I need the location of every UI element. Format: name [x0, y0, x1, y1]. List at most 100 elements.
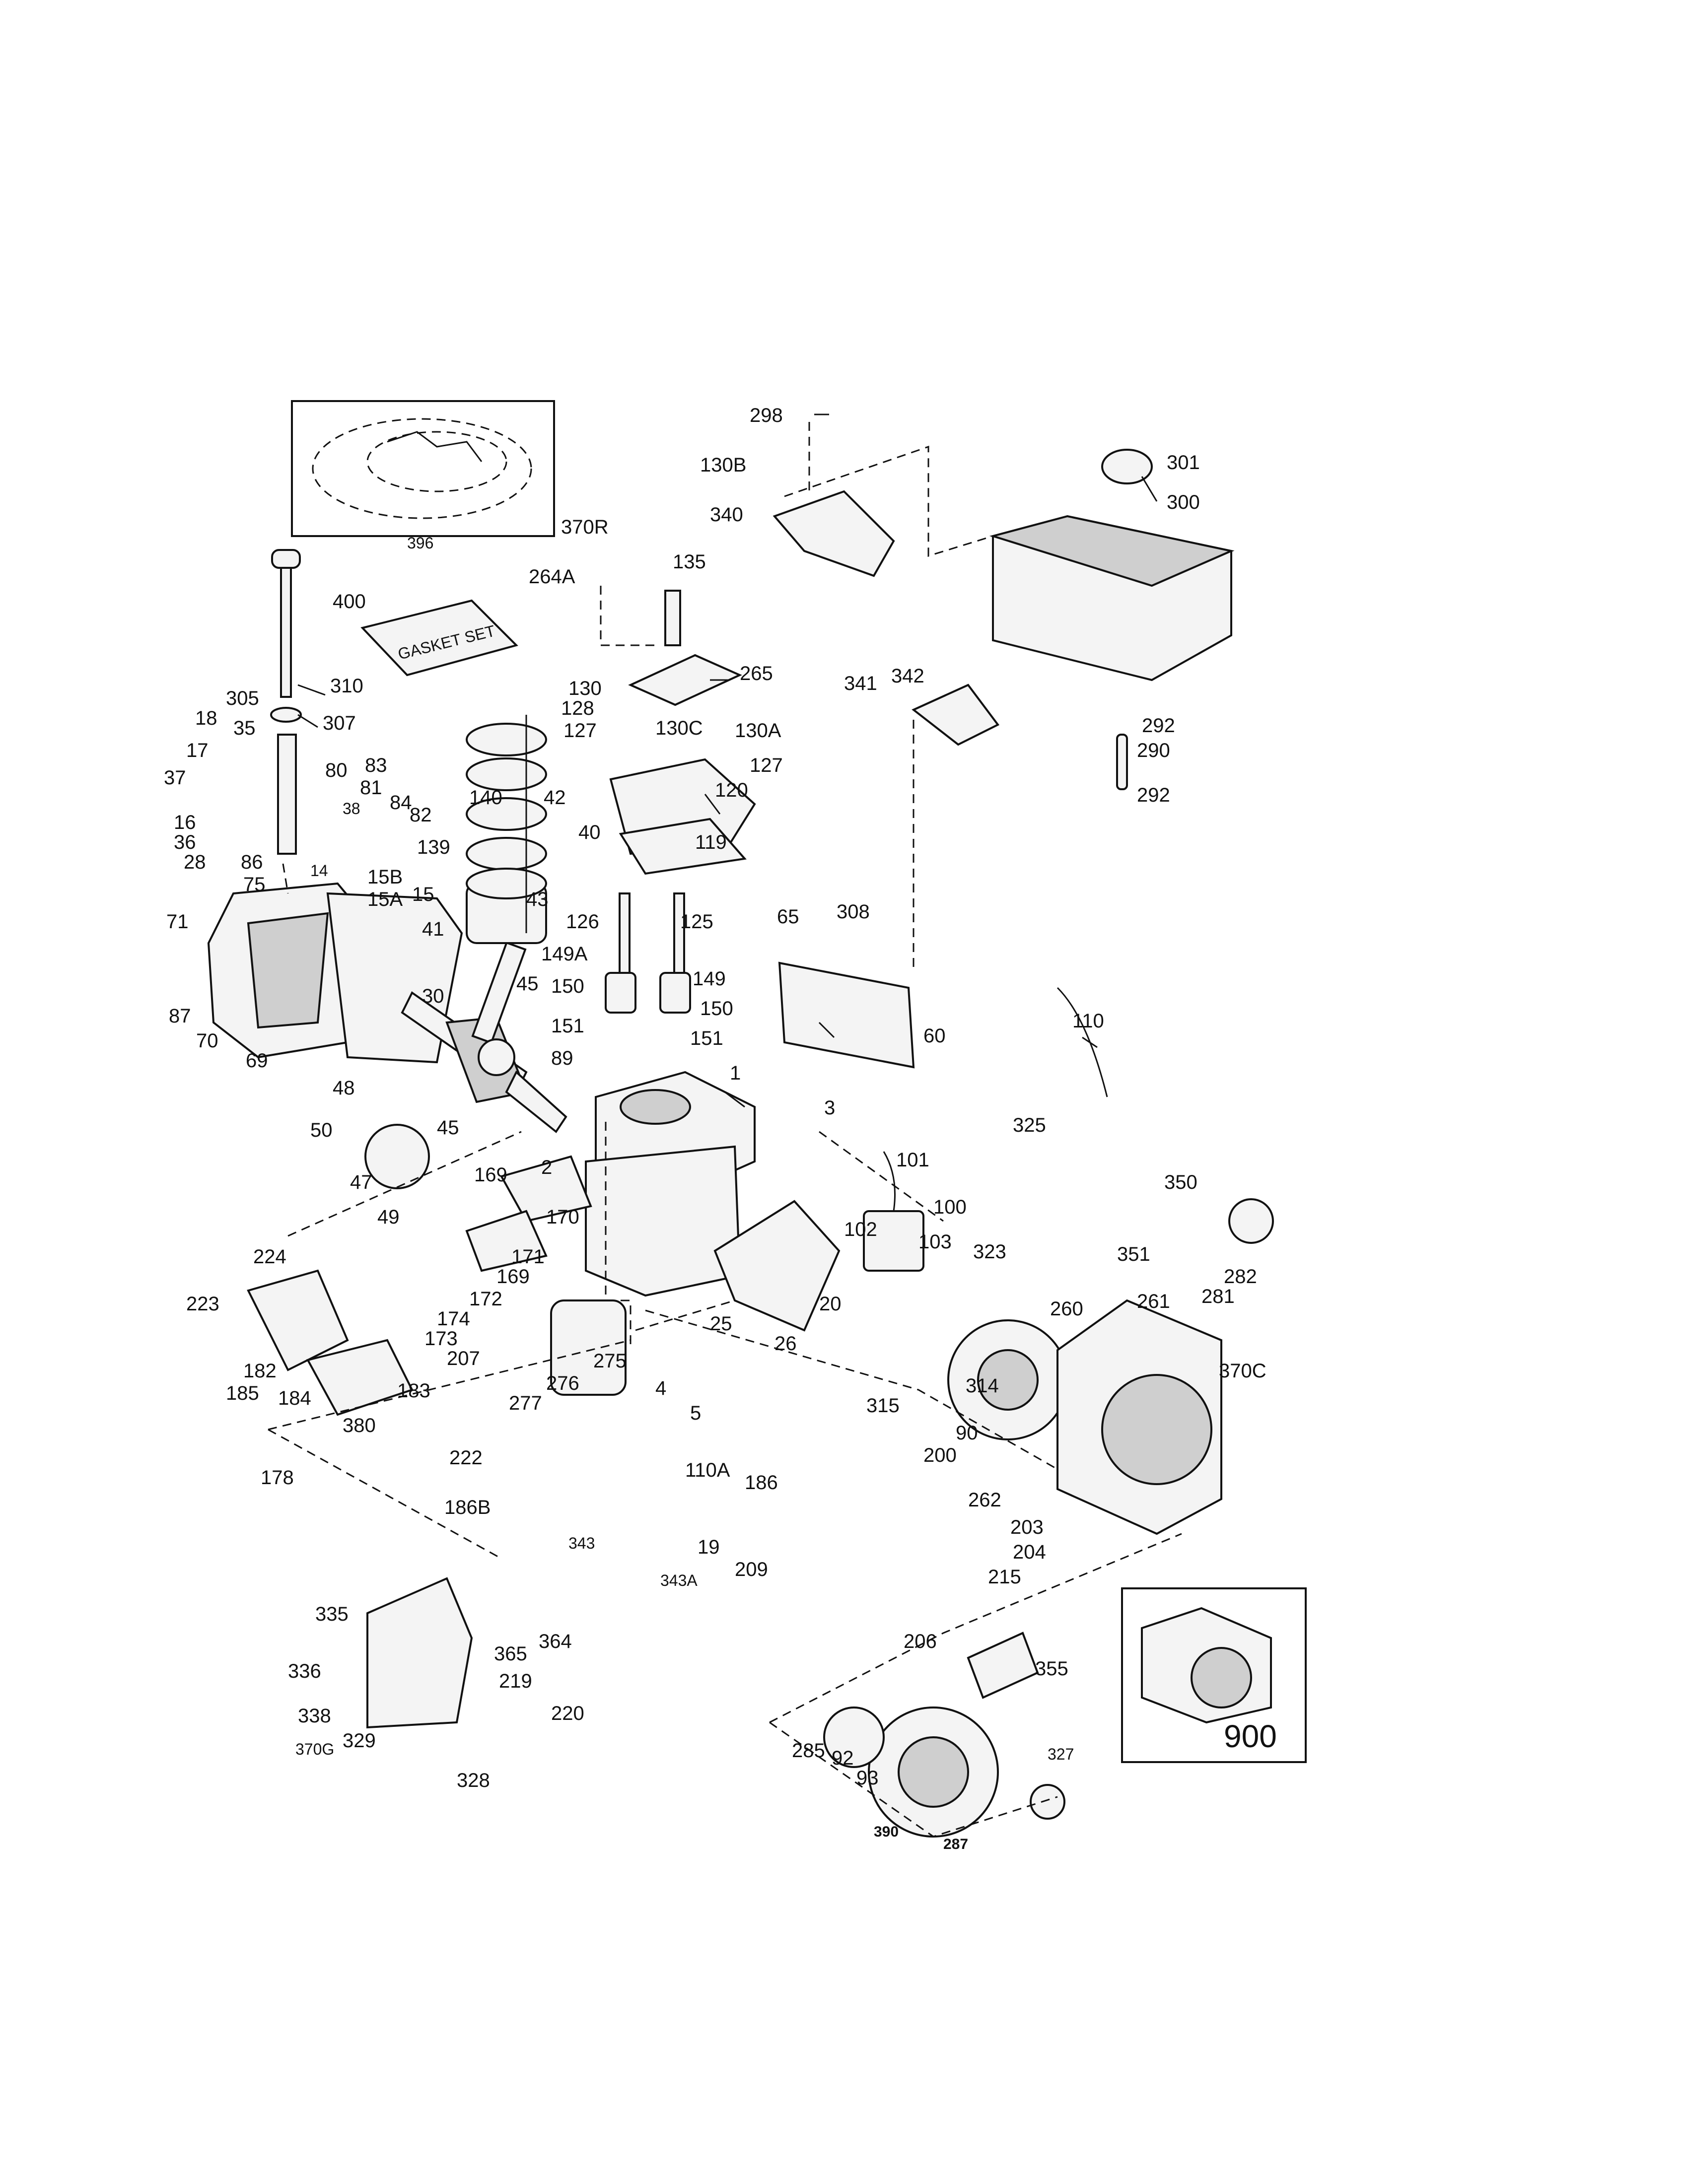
engine-thumbnail-starter [1191, 1647, 1252, 1708]
part-labels: 298 130B 301 300 340 370R 396 135 264A 4… [164, 405, 1277, 1852]
label-182: 182 [243, 1360, 277, 1382]
label-327: 327 [1048, 1745, 1074, 1763]
gasket-loop-outline [312, 418, 532, 519]
bracket-341 [912, 683, 1000, 746]
label-370G: 370G [295, 1740, 334, 1758]
leader-120 [704, 794, 721, 815]
label-126: 126 [566, 911, 599, 933]
label-18: 18 [195, 707, 217, 729]
label-300: 300 [1167, 491, 1200, 513]
label-40: 40 [578, 821, 601, 843]
coil-lead-101 [883, 1151, 896, 1212]
label-183: 183 [397, 1380, 430, 1402]
label-301: 301 [1167, 452, 1200, 474]
label-50: 50 [310, 1119, 333, 1141]
valve-126 [619, 892, 631, 984]
label-209: 209 [735, 1559, 768, 1580]
label-47: 47 [350, 1171, 372, 1193]
label-184: 184 [278, 1387, 311, 1409]
label-92: 92 [832, 1747, 854, 1769]
label-287: 287 [943, 1836, 968, 1852]
label-15A: 15A [367, 888, 403, 910]
label-87: 87 [169, 1005, 191, 1027]
label-351: 351 [1117, 1243, 1150, 1265]
dash-25 [635, 1299, 735, 1331]
gasket-detail [387, 431, 483, 462]
dash-starter [769, 1533, 1182, 1723]
label-310: 310 [330, 675, 363, 697]
label-174: 174 [437, 1308, 470, 1330]
label-125: 125 [680, 911, 713, 933]
label-305: 305 [226, 687, 259, 709]
label-390: 390 [874, 1824, 899, 1840]
label-151a: 151 [551, 1015, 584, 1037]
label-224: 224 [253, 1246, 286, 1268]
label-135: 135 [673, 551, 706, 573]
label-343: 343 [568, 1534, 595, 1552]
label-282: 282 [1224, 1266, 1257, 1288]
dash-3 [819, 1131, 944, 1222]
carburetor-380 [306, 1339, 414, 1416]
leader-300 [1141, 476, 1158, 502]
label-169b: 169 [496, 1266, 530, 1288]
connecting-rod [471, 941, 527, 1044]
dipstick-rod [280, 567, 292, 698]
label-323: 323 [973, 1241, 1006, 1263]
label-275: 275 [593, 1350, 627, 1372]
blower-housing-25 [713, 1200, 841, 1332]
label-171: 171 [511, 1246, 545, 1268]
label-110A: 110A [685, 1459, 730, 1481]
label-127b: 127 [750, 754, 783, 776]
label-186B: 186B [444, 1497, 491, 1518]
rod-big-end [478, 1038, 515, 1076]
label-19: 19 [698, 1536, 720, 1558]
label-110: 110 [1072, 1010, 1104, 1032]
label-298: 298 [750, 405, 783, 426]
label-130: 130 [568, 678, 602, 699]
label-82: 82 [410, 804, 432, 826]
label-15B: 15B [367, 866, 403, 888]
label-172: 172 [469, 1288, 502, 1310]
inset-900-engine [1121, 1587, 1307, 1763]
label-4: 4 [655, 1377, 666, 1399]
label-30: 30 [422, 985, 444, 1007]
label-3: 3 [824, 1097, 835, 1119]
blower-housing-260 [1056, 1299, 1222, 1535]
label-120: 120 [715, 779, 748, 801]
gasket-169b [465, 1210, 548, 1272]
label-20: 20 [819, 1293, 842, 1315]
label-103: 103 [918, 1231, 952, 1253]
label-222: 222 [449, 1447, 483, 1469]
cam-gear-50 [364, 1124, 430, 1189]
primer-350 [1228, 1198, 1274, 1244]
label-170: 170 [546, 1206, 579, 1228]
label-370C: 370C [1219, 1360, 1266, 1382]
valves [605, 892, 691, 1014]
label-101: 101 [896, 1149, 929, 1171]
fuel-tank-300 [989, 449, 1235, 682]
label-60: 60 [923, 1025, 946, 1047]
label-5: 5 [690, 1402, 701, 1424]
intake-pipe-185 [247, 1269, 349, 1371]
muffler-275 [550, 1299, 627, 1396]
label-365: 365 [494, 1643, 527, 1665]
valve-spring-150a [605, 972, 636, 1014]
starter-handle-355 [967, 1632, 1039, 1699]
dash-264A [600, 586, 660, 646]
cylinder-head-120 [609, 758, 756, 875]
label-185: 185 [226, 1382, 259, 1404]
label-219: 219 [499, 1670, 532, 1692]
label-43: 43 [526, 888, 549, 910]
air-baffle-60 [778, 961, 915, 1069]
label-307: 307 [323, 712, 356, 734]
crankcase-cover-detail [247, 912, 329, 1029]
label-15: 15 [412, 884, 434, 905]
leader-110 [1082, 1036, 1098, 1048]
label-93: 93 [856, 1767, 879, 1789]
label-276: 276 [546, 1372, 579, 1394]
ring-4 [466, 837, 547, 871]
label-204: 204 [1013, 1541, 1046, 1563]
label-71: 71 [166, 911, 189, 933]
label-150b: 150 [700, 998, 733, 1020]
head-gasket-119 [619, 818, 747, 875]
